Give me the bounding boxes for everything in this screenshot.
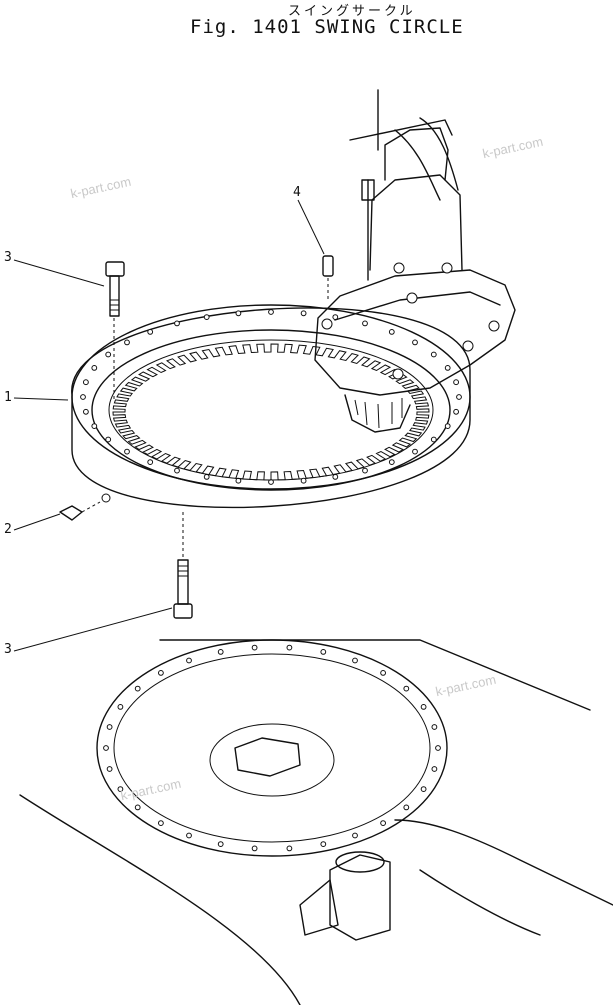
bolt-hole [435,745,441,751]
callout-2: 2 [4,522,12,537]
bolt-hole [362,467,368,474]
bolt-hole [83,408,89,415]
bolt-hole [186,657,192,664]
callout-4: 4 [293,185,301,200]
swing-motor-assembly [314,89,516,433]
bolt-hole [105,351,112,358]
figure-title-japanese: スイングサークル [288,4,416,19]
bolt-hole [235,310,242,317]
callout-3-upper: 3 [4,250,12,265]
bolt-hole [91,423,98,430]
bolt-hole [380,820,387,826]
bolt-hole [117,704,124,710]
bolt-hole [186,832,192,839]
callout-3-lower: 3 [4,642,12,657]
bolt-hole [412,339,418,346]
bolt-hole [103,745,109,751]
bolt-hole [456,394,462,400]
bolt-hole [286,644,293,651]
bolt-hole [453,379,460,386]
bolt-hole [124,339,130,346]
bolt-hole [286,845,293,852]
bolt-hole [332,474,339,480]
bolt-hole [117,786,124,792]
bolt-hole [134,685,141,692]
bolt-hole [203,314,210,321]
bolt-hole [83,379,89,386]
grease-fitting-part-4 [322,255,334,300]
figure-title: Fig. 1401 SWING CIRCLE [190,16,464,38]
bolt-hole [105,436,112,443]
bolt-hole [217,841,224,847]
bolt-hole [106,724,113,730]
ring-bolt-holes [80,309,462,485]
bolt-hole [91,365,98,371]
bolt-hole [134,804,141,811]
bolt-hole [420,786,427,792]
bolt-hole [352,832,358,839]
bolt-hole [217,649,224,655]
bolt-hole [444,423,451,430]
bolt-hole [320,649,327,655]
bolt-hole [352,657,358,664]
frame-bolt-holes [103,644,441,852]
bolt-hole [174,467,180,474]
bolt-hole [431,724,438,730]
bolt-hole [444,365,451,371]
upper-frame-mount [19,639,613,1005]
bolt-hole [268,309,274,315]
bolt-hole [147,329,154,335]
bolt-hole [158,670,164,676]
bolt-lower [173,512,193,619]
hose [394,117,459,201]
plug-part-2 [59,493,111,521]
bolt-hole [362,320,368,327]
bolt-hole [403,685,410,692]
leader-lines [13,199,325,652]
bolt-hole [320,841,327,847]
bolt-hole [124,448,130,455]
bolt-hole [147,459,154,466]
bolt-hole [106,766,113,772]
bolt-hole [431,766,438,772]
bolt-hole [380,670,387,676]
bolt-hole [420,704,427,710]
bolt-hole [403,804,410,811]
bolt-hole [251,845,258,852]
bolt-hole [453,408,460,415]
bolt-upper [105,261,125,400]
bolt-hole [174,320,180,327]
inner-gear-teeth [112,343,430,481]
bolt-hole [300,310,307,317]
bolt-hole [388,329,395,335]
bolt-hole [412,448,418,455]
bolt-hole [158,820,164,826]
swing-circle-ring [71,304,471,509]
bolt-hole [388,459,395,466]
callout-1: 1 [4,390,12,405]
bolt-hole [430,351,437,358]
bolt-hole [80,394,86,400]
bolt-hole [430,436,437,443]
bolt-hole [300,477,307,484]
bolt-hole [251,644,258,651]
bolt-hole [203,474,210,480]
